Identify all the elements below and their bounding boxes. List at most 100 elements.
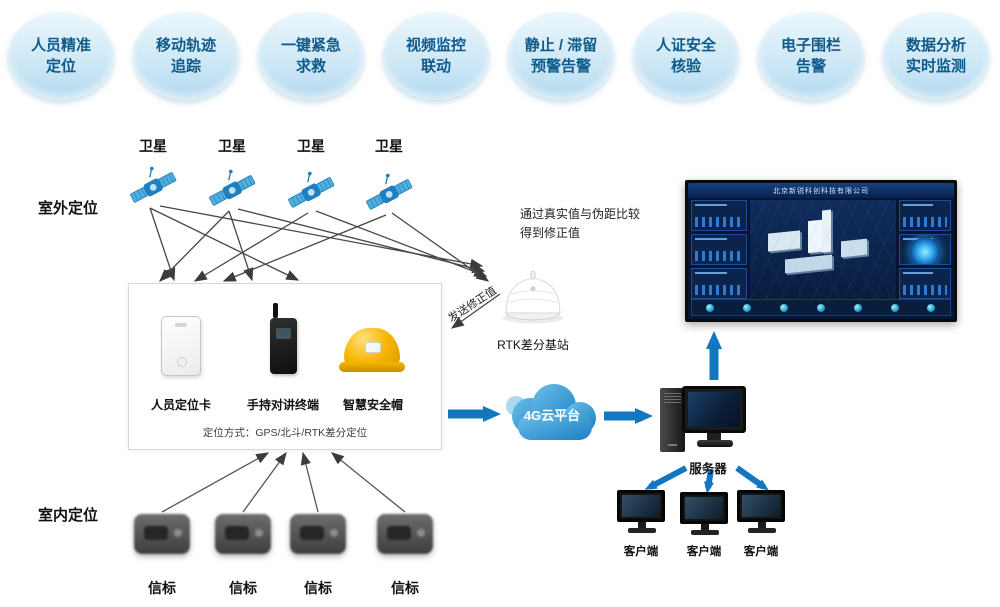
rtk-dome-icon — [502, 270, 564, 324]
outdoor-positioning-label: 室外定位 — [38, 200, 99, 217]
client-icon — [678, 492, 730, 540]
feature-badge-4: 视频监控 联动 — [383, 12, 489, 100]
client-label: 客户端 — [623, 546, 659, 558]
server-tower — [660, 388, 685, 452]
footer-indicator-icon — [743, 303, 752, 312]
rtk-station-label: RTK差分基站 — [497, 338, 569, 352]
server-screen — [688, 392, 740, 427]
plant-block — [821, 209, 831, 252]
feature-badge-text: 实时监测 — [905, 57, 966, 75]
satellite-label: 卫星 — [139, 138, 167, 154]
feature-badge-text: 预警告警 — [530, 57, 591, 75]
beacon-label: 信标 — [391, 580, 419, 596]
footer-indicator-icon — [927, 303, 936, 312]
dashboard-3d-plant — [750, 200, 896, 299]
client-base — [748, 528, 776, 533]
feature-badge-text: 视频监控 — [405, 36, 466, 54]
terminal-devices-panel: 人员定位卡 手持对讲终端 智慧安全帽 定位方式：GPS/北斗/RTK差分定位 — [128, 283, 442, 450]
feature-badge-text: 追踪 — [170, 57, 201, 75]
beacon-icon — [377, 514, 433, 554]
client-icon — [735, 490, 787, 538]
satellite-icon — [284, 169, 338, 215]
handheld-terminal-icon — [270, 303, 297, 374]
positioning-card-icon — [161, 316, 201, 376]
feature-badge-text: 移动轨迹 — [155, 36, 216, 54]
satellite-label: 卫星 — [218, 138, 246, 154]
client-base — [628, 528, 656, 533]
dashboard-right-panels — [899, 200, 951, 299]
dashboard-screenshot: 北京新锐科创科技有限公司 — [685, 180, 957, 322]
footer-indicator-icon — [780, 303, 789, 312]
dashboard-left-panels — [691, 200, 747, 299]
client-monitor — [737, 490, 785, 522]
client-neck — [701, 524, 709, 530]
feature-badge-text: 数据分析 — [905, 36, 966, 54]
dashboard-title: 北京新锐科创科技有限公司 — [773, 187, 869, 195]
feature-badge-2: 移动轨迹 追踪 — [133, 12, 239, 100]
client-monitor — [680, 492, 728, 524]
handheld-terminal-label: 手持对讲终端 — [246, 398, 319, 412]
positioning-card-label: 人员定位卡 — [150, 398, 211, 412]
dashboard-gauge-panel — [899, 234, 951, 265]
server-monitor — [682, 386, 746, 433]
satellite-label: 卫星 — [297, 138, 325, 154]
helmet-brim — [339, 362, 405, 372]
client-neck — [758, 522, 766, 528]
plant-block — [767, 229, 800, 252]
satellite-icon — [362, 171, 416, 217]
dashboard-panel — [691, 200, 747, 231]
feature-badge-6: 人证安全 核验 — [633, 12, 739, 100]
server-label: 服务器 — [689, 462, 727, 476]
rtk-correction-note: 通过真实值与伪距比较得到修正值 — [520, 207, 641, 240]
dashboard-header: 北京新锐科创科技有限公司 — [688, 183, 954, 198]
dashboard-panel — [899, 200, 951, 231]
feature-badge-text: 静止 / 滞留 — [524, 36, 598, 54]
beacon-icon — [290, 514, 346, 554]
feature-badge-8: 数据分析 实时监测 — [883, 12, 989, 100]
feature-badge-text: 人证安全 — [655, 36, 716, 54]
feature-badge-text: 核验 — [670, 57, 701, 75]
satellite-icon — [205, 167, 259, 213]
client-neck — [638, 522, 646, 528]
feature-badge-7: 电子围栏 告警 — [758, 12, 864, 100]
client-label: 客户端 — [743, 546, 779, 558]
positioning-method-caption: 定位方式：GPS/北斗/RTK差分定位 — [202, 427, 368, 439]
beacon-icon — [134, 514, 190, 554]
plant-block — [840, 238, 867, 257]
beacon-label: 信标 — [304, 580, 332, 596]
feature-badge-3: 一键紧急 求救 — [258, 12, 364, 100]
client-screen — [742, 495, 780, 517]
client-screen — [685, 497, 723, 519]
server-icon — [660, 386, 748, 458]
feature-badge-text: 电子围栏 — [780, 36, 841, 54]
client-monitor — [617, 490, 665, 522]
footer-indicator-icon — [816, 303, 825, 312]
satellite-icon — [126, 164, 180, 210]
smart-helmet-label: 智慧安全帽 — [342, 398, 403, 412]
footer-indicator-icon — [706, 303, 715, 312]
satellite-label: 卫星 — [375, 138, 403, 154]
feature-badge-text: 求救 — [295, 57, 326, 75]
cloud-icon — [506, 384, 596, 440]
client-screen — [622, 495, 660, 517]
gauge-glow-icon — [910, 236, 940, 264]
feature-badge-text: 定位 — [45, 57, 76, 75]
smart-helmet-icon — [339, 328, 405, 374]
feature-badge-5: 静止 / 滞留 预警告警 — [508, 12, 614, 100]
dashboard-footer-icons — [691, 299, 951, 316]
dashboard-panel — [899, 268, 951, 299]
plant-block — [785, 254, 832, 274]
feature-badge-text: 告警 — [795, 57, 826, 75]
feature-badge-text: 人员精准 — [30, 36, 91, 54]
dashboard-panel — [691, 234, 747, 265]
beacon-arrows — [161, 451, 406, 513]
feature-badge-text: 联动 — [420, 57, 451, 75]
footer-indicator-icon — [853, 303, 862, 312]
client-label: 客户端 — [686, 546, 722, 558]
helmet-lamp — [365, 342, 381, 353]
satellite-to-rtk-arrows — [159, 205, 490, 282]
beacon-label: 信标 — [229, 580, 257, 596]
dashboard-panel — [691, 268, 747, 299]
server-monitor-base — [697, 440, 733, 447]
